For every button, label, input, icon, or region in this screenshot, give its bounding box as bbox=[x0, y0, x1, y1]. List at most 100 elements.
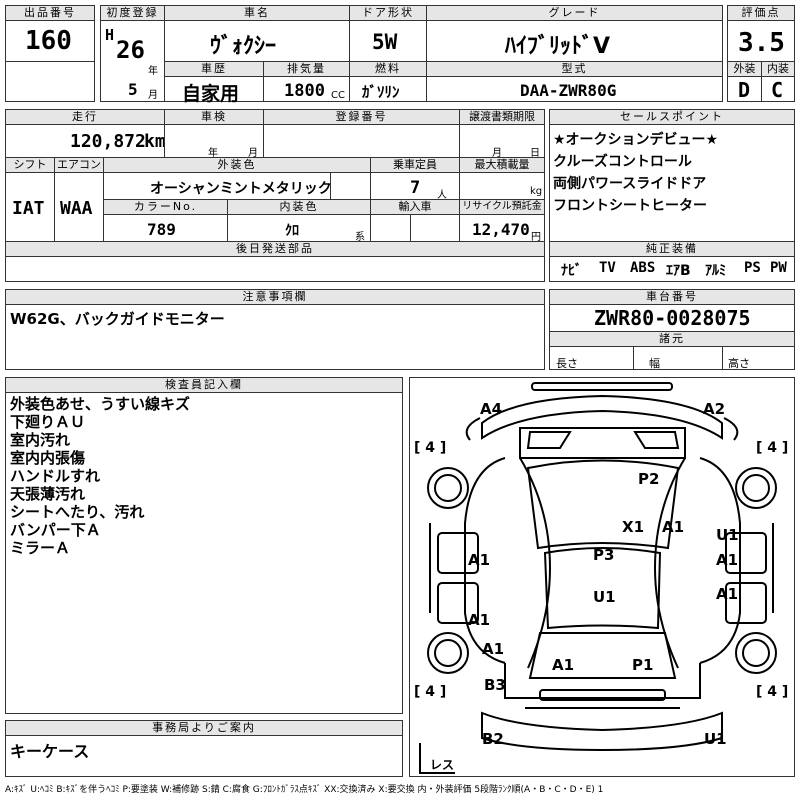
equipment-navi: ﾅﾋﾞ bbox=[561, 263, 582, 279]
ext-label: 外装 bbox=[727, 61, 762, 77]
damage-b3: B3 bbox=[484, 676, 506, 694]
damage-b2: B2 bbox=[482, 730, 504, 748]
width-label: 幅 bbox=[649, 357, 660, 370]
import-label: 輸入車 bbox=[370, 199, 460, 215]
equipment-pw: PW bbox=[770, 260, 787, 276]
score-label: 評価点 bbox=[727, 5, 795, 21]
reg-no-label: 登録番号 bbox=[263, 109, 460, 125]
tire-fr: [ 4 ] bbox=[756, 440, 789, 456]
grade-label: グレード bbox=[426, 5, 723, 21]
equipment-ps: PS bbox=[744, 260, 761, 276]
notes-text: W62G、バックガイドモニター bbox=[10, 310, 225, 328]
height-label: 高さ bbox=[728, 357, 750, 370]
damage-a2: A2 bbox=[703, 400, 726, 418]
damage-a4: A4 bbox=[480, 400, 503, 418]
color-number: 789 bbox=[147, 220, 176, 239]
shift-label: シフト bbox=[5, 157, 55, 173]
equipment-label: 純正装備 bbox=[549, 241, 795, 257]
color-no-label: カラーNo. bbox=[103, 199, 228, 215]
interior-color: ｸﾛ bbox=[285, 223, 299, 239]
shift: IAT bbox=[12, 198, 45, 219]
chassis-label: 車台番号 bbox=[549, 289, 795, 305]
ac-label: エアコン bbox=[54, 157, 104, 173]
lot-number: 160 bbox=[25, 26, 72, 56]
equipment-airbag: ｴｱB bbox=[666, 263, 691, 279]
recycle-label: リサイクル預託金 bbox=[459, 199, 545, 215]
sales-point-item: 両側パワースライドドア bbox=[553, 176, 707, 192]
sales-point-item: ★オークションデビュー★ bbox=[553, 132, 719, 148]
int-label: 内装 bbox=[761, 61, 795, 77]
chassis-number: ZWR80-0028075 bbox=[594, 306, 751, 330]
history-label: 車歴 bbox=[164, 61, 264, 77]
equipment-alloy: ｱﾙﾐ bbox=[705, 263, 726, 279]
interior-grade: C bbox=[771, 78, 784, 102]
damage-p2: P2 bbox=[638, 470, 660, 488]
damage-x1: X1 bbox=[622, 518, 645, 536]
damage-a1-rear: A1 bbox=[552, 656, 575, 674]
overall-score: 3.5 bbox=[738, 28, 785, 58]
damage-a1-right-2: A1 bbox=[716, 585, 739, 603]
lot-label: 出品番号 bbox=[5, 5, 95, 21]
damage-diagram: A4 A2 P2 X1 A1 U1 A1 A1 A1 A1 A1 P3 U1 A… bbox=[409, 377, 795, 777]
inspection-label: 車検 bbox=[164, 109, 264, 125]
specs-label: 諸元 bbox=[549, 331, 795, 347]
model-code: DAA-ZWR80G bbox=[520, 81, 617, 100]
car-outline-svg bbox=[419, 382, 777, 774]
color-label: 外装色 bbox=[103, 157, 371, 173]
damage-a1-left-3: A1 bbox=[482, 640, 505, 658]
door-label: ドア形状 bbox=[349, 5, 427, 21]
remark-item: 下廻りＡＵ bbox=[10, 413, 86, 431]
displacement: 1800 bbox=[284, 81, 325, 101]
fuel: ｶﾞｿﾘﾝ bbox=[362, 83, 400, 101]
maxload-label: 最大積載量 bbox=[459, 157, 545, 173]
legend: A:ｷｽﾞ U:ﾍｺﾐ B:ｷｽﾞを伴うﾍｺﾐ P:要塗装 W:補修跡 S:錆 … bbox=[5, 785, 604, 795]
remark-item: 天張薄汚れ bbox=[10, 485, 86, 503]
remark-item: シートへたり、汚れ bbox=[10, 503, 145, 521]
capacity: 7 bbox=[410, 178, 421, 198]
equipment-abs: ABS bbox=[630, 260, 656, 276]
notes-label: 注意事項欄 bbox=[5, 289, 545, 305]
sales-point-item: クルーズコントロール bbox=[553, 154, 692, 170]
car-name: ｳﾞｫｸｼｰ bbox=[210, 34, 277, 59]
damage-u1-right: U1 bbox=[716, 526, 739, 544]
damage-u1-center: U1 bbox=[593, 588, 616, 606]
sales-point-label: セールスポイント bbox=[549, 109, 795, 125]
inspector-remarks: 外装色あせ、うすい線キズ 下廻りＡＵ 室内汚れ 室内内張傷 ハンドルすれ 天張薄… bbox=[5, 392, 403, 714]
damage-a1-left-1: A1 bbox=[468, 551, 491, 569]
mileage-label: 走行 bbox=[5, 109, 165, 125]
exterior-grade: D bbox=[738, 78, 751, 102]
remark-item: 室内内張傷 bbox=[10, 449, 86, 467]
era: H bbox=[105, 26, 115, 44]
later-parts-label: 後日発送部品 bbox=[5, 241, 545, 257]
damage-a1-left-2: A1 bbox=[468, 611, 491, 629]
remark-item: 室内汚れ bbox=[10, 431, 71, 449]
remark-item: ハンドルすれ bbox=[10, 467, 101, 485]
tire-rr: [ 4 ] bbox=[756, 684, 789, 700]
office-text: キーケース bbox=[10, 742, 90, 761]
damage-p1: P1 bbox=[632, 656, 654, 674]
fuel-label: 燃料 bbox=[349, 61, 427, 77]
exterior-color: オーシャンミントメタリック bbox=[150, 181, 332, 197]
remark-item: 外装色あせ、うすい線キズ bbox=[10, 395, 191, 413]
inspector-label: 検査員記入欄 bbox=[5, 377, 403, 393]
model-label: 型式 bbox=[426, 61, 723, 77]
car-history: 自家用 bbox=[182, 83, 240, 105]
length-label: 長さ bbox=[556, 357, 578, 370]
spare-tire: レス bbox=[430, 758, 455, 772]
office-label: 事務局よりご案内 bbox=[5, 720, 403, 736]
sales-point-item: フロントシートヒーター bbox=[553, 198, 707, 214]
tire-rl: [ 4 ] bbox=[414, 684, 447, 700]
reg-month: 5 bbox=[128, 80, 138, 99]
remark-item: ミラーＡ bbox=[10, 539, 71, 557]
remark-item: バンパー下Ａ bbox=[10, 521, 101, 539]
damage-a1-right-1: A1 bbox=[716, 551, 739, 569]
int-color-label: 内装色 bbox=[227, 199, 371, 215]
transfer-label: 譲渡書類期限 bbox=[459, 109, 545, 125]
air-conditioner: WAA bbox=[60, 198, 93, 219]
displacement-label: 排気量 bbox=[263, 61, 350, 77]
reg-year: 26 bbox=[116, 36, 145, 64]
door-type: 5W bbox=[372, 30, 398, 54]
car-name-label: 車名 bbox=[164, 5, 350, 21]
sales-point-list: ★オークションデビュー★ クルーズコントロール 両側パワースライドドア フロント… bbox=[549, 124, 795, 242]
